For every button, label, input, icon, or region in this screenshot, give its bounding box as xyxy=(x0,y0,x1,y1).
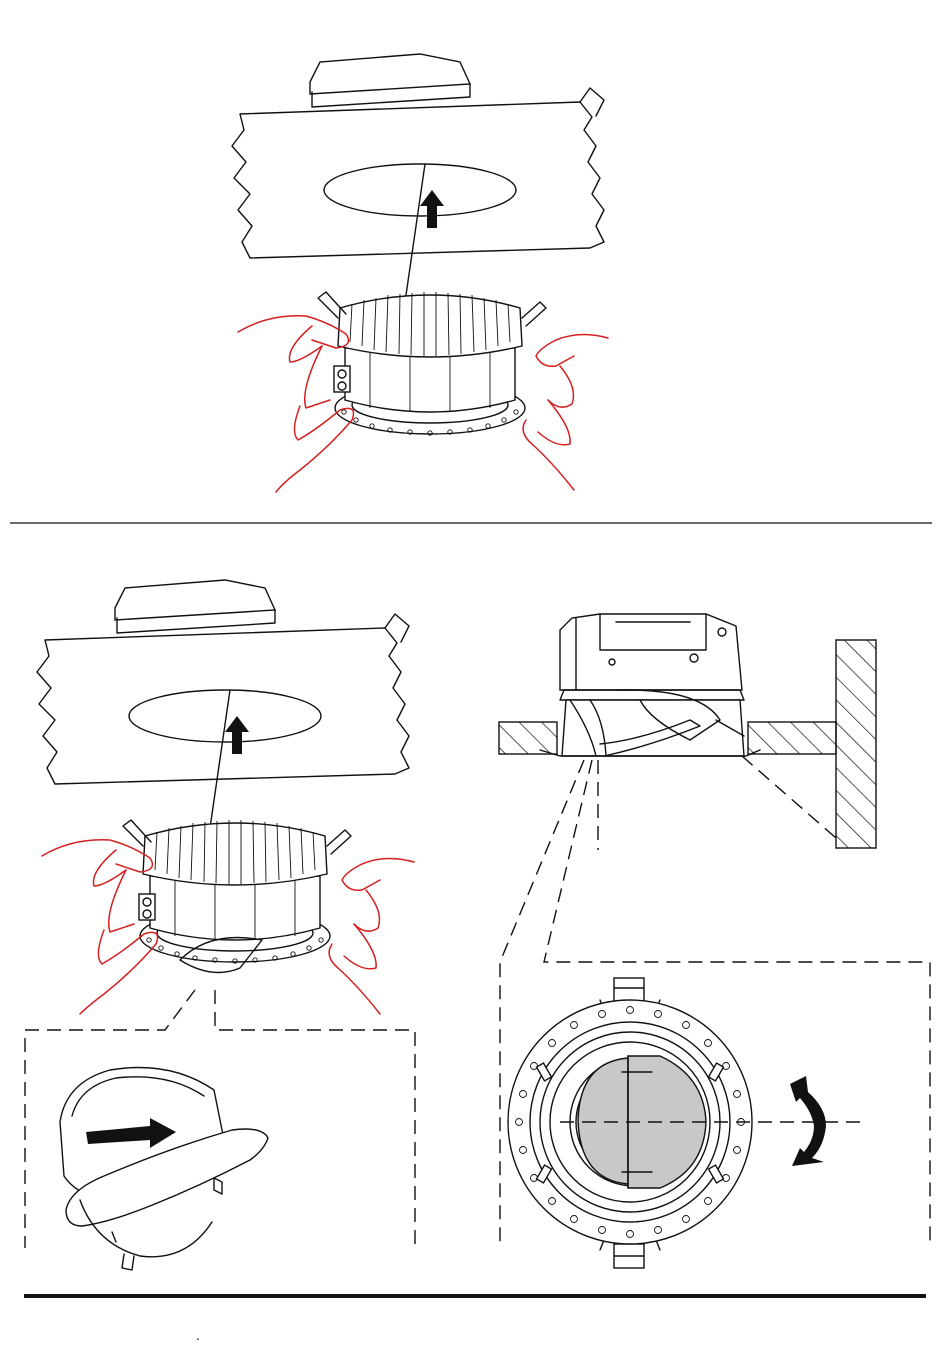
figure-remove-luminaire xyxy=(232,54,608,492)
hand-outline-right xyxy=(523,334,608,490)
figure-reflector-rotation xyxy=(508,978,866,1268)
hand-outline-right xyxy=(329,858,414,1014)
figure-remove-wallwash-luminaire xyxy=(37,580,414,1014)
footer-mark: . xyxy=(196,1327,200,1343)
detail-callout-reflector xyxy=(25,990,415,1270)
hand-outline-left xyxy=(42,840,158,1014)
